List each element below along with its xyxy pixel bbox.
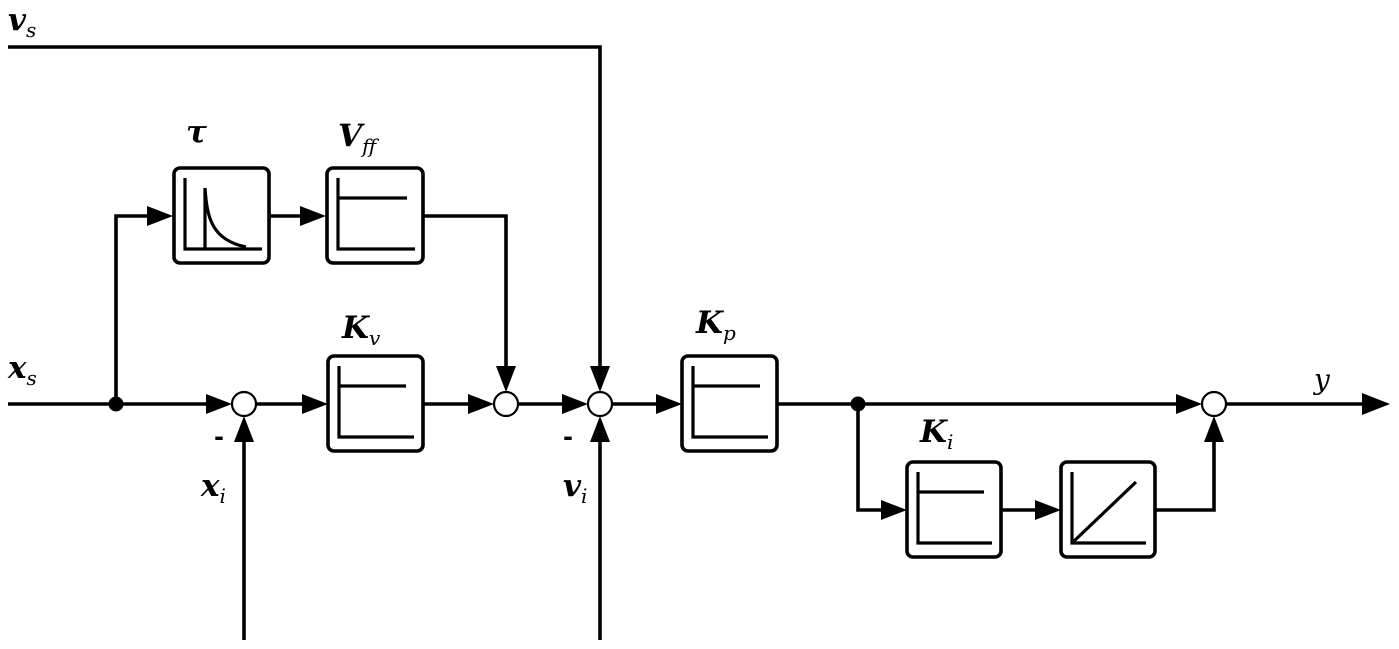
- integrator-block: [1059, 460, 1157, 559]
- label-vff: Vff: [338, 118, 380, 158]
- arrow-y-output: [1362, 393, 1390, 415]
- ramp-response-icon: [1070, 472, 1146, 545]
- kp-branch-to-ki: [856, 404, 892, 512]
- label-kp: Kp: [695, 305, 736, 345]
- step-response-icon: [336, 178, 415, 251]
- arrow-vi-into-sum3: [590, 416, 610, 442]
- arrow-into-kp: [656, 394, 682, 414]
- xs-branch-dot: [108, 396, 124, 412]
- arrow-into-vff: [300, 206, 326, 226]
- minus-sign-vi: -: [563, 423, 573, 451]
- sum-junction-3: [586, 390, 614, 418]
- integrator-to-sum4-line: [1155, 431, 1216, 512]
- arrow-into-sum4: [1176, 394, 1202, 414]
- vff-to-sum2-line: [423, 214, 508, 382]
- label-ki: Ki: [919, 414, 953, 454]
- xs-branch-to-tau: [114, 214, 158, 404]
- label-vi: vi: [563, 468, 587, 508]
- label-y: y: [1312, 363, 1331, 396]
- arrow-kv-into-sum2: [468, 394, 494, 414]
- label-kv: Kv: [341, 310, 381, 350]
- arrow-into-integrator: [1035, 500, 1061, 520]
- impulse-response-icon: [183, 178, 262, 251]
- sum-junction-4: [1200, 390, 1228, 418]
- ki-block: [905, 460, 1003, 559]
- label-vs: vs: [8, 2, 36, 42]
- arrow-into-kv: [302, 394, 328, 414]
- step-response-icon: [691, 366, 768, 439]
- label-xs: xs: [7, 350, 37, 390]
- arrow-vff-into-sum2: [496, 366, 516, 392]
- label-xi: xi: [200, 468, 226, 508]
- tau-block: [172, 166, 271, 265]
- arrow-xi-into-sum1: [234, 416, 254, 442]
- step-response-icon: [916, 472, 992, 545]
- kp-block: [680, 354, 779, 453]
- arrow-vs-into-sum3: [590, 366, 610, 392]
- vs-signal-line: [8, 45, 602, 382]
- arrow-into-sum3: [562, 394, 588, 414]
- minus-sign-xi: -: [214, 423, 224, 451]
- arrow-into-ki: [881, 500, 907, 520]
- sum-junction-1: [230, 390, 258, 418]
- step-response-icon: [337, 366, 414, 439]
- kv-block: [326, 354, 425, 453]
- arrow-integrator-into-sum4: [1204, 416, 1224, 442]
- vff-block: [325, 166, 425, 265]
- arrow-into-sum1: [206, 394, 232, 414]
- arrow-into-tau: [147, 206, 173, 226]
- label-tau: τ: [186, 114, 207, 150]
- sum-junction-2: [492, 390, 520, 418]
- kp-branch-dot: [850, 396, 866, 412]
